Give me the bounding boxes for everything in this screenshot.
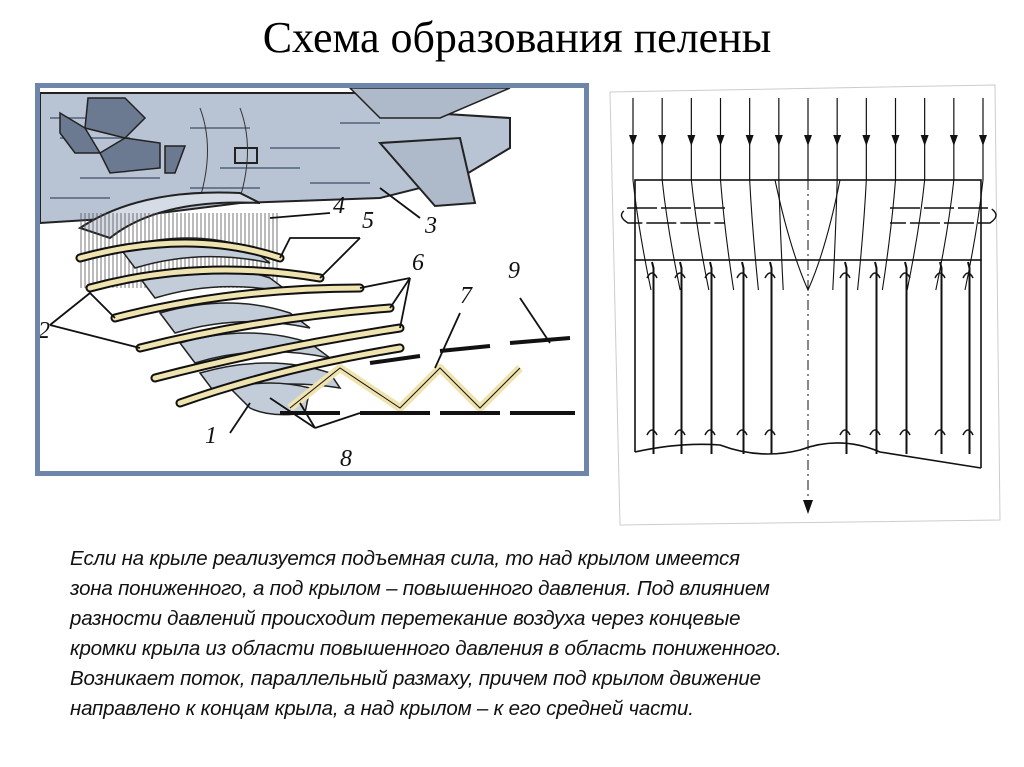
label-2: 2 (40, 318, 50, 344)
vortex-swirl-top (934, 272, 946, 279)
incoming-flow-arrowhead (862, 135, 871, 146)
cockpit-windows (59, 97, 187, 174)
fuselage-texture (50, 117, 380, 199)
vortex-swirl-bottom (962, 429, 974, 436)
incoming-flow-arrowhead (979, 135, 987, 146)
flow-plan-svg (609, 84, 1001, 526)
caption-line: разности давлений происходит перетекание… (70, 607, 741, 630)
streamline-over-wing (881, 179, 897, 291)
caption-line: Возникает поток, параллельный размаху, п… (70, 667, 761, 690)
incoming-flow-arrowhead (920, 135, 929, 146)
incoming-flow-arrowhead (687, 135, 696, 146)
vortex-swirl-top (899, 272, 911, 279)
vortex-swirl-bottom (899, 429, 911, 436)
trailing-vortex-line (844, 261, 848, 454)
vortex-swirl-bottom (839, 429, 851, 436)
label-8: 8 (340, 446, 352, 471)
incoming-flow-arrowhead (629, 135, 637, 146)
trailing-vortex-line (651, 261, 655, 454)
incoming-flow-arrowhead (949, 135, 958, 146)
streamline-over-wing (632, 179, 652, 291)
slide-title: Схема образования пелены (262, 13, 772, 62)
label-5: 5 (362, 208, 374, 234)
central-streamline-v (774, 179, 841, 292)
vortex-swirl-top (764, 272, 776, 279)
vortex-swirl-bottom (869, 429, 881, 436)
caption-line: направлено к концам крыла, а над крылом … (70, 697, 694, 720)
vortex-swirl-bottom (764, 429, 776, 436)
caption-line: кромки крыла из области повышенного давл… (70, 637, 782, 660)
streamline-over-wing (719, 179, 735, 291)
vortex-swirl-bottom (736, 429, 748, 436)
wake-bottom-edge (634, 442, 982, 469)
trailing-vortex-line (967, 261, 971, 454)
trailing-vortex-line (874, 261, 878, 454)
incoming-flow-arrowhead (774, 135, 783, 146)
incoming-flow-arrowhead (745, 135, 754, 146)
vortex-swirl-bottom (704, 429, 716, 436)
streamline-over-wing (778, 179, 784, 291)
vortex-sheet-lines (280, 336, 575, 415)
vortex-swirl-bottom (674, 429, 686, 436)
vortex-swirl-top (962, 272, 974, 279)
incoming-flow-arrows (629, 98, 987, 291)
leader-lines (49, 187, 551, 434)
streamline-over-wing (690, 179, 710, 291)
trailing-vortex-lines (646, 179, 974, 454)
caption-text: Если на крыле реализуется подъемная сила… (70, 544, 1010, 724)
trailing-vortex-line (709, 261, 713, 454)
streamline-over-wing (964, 179, 984, 291)
left-tip-vortex (620, 207, 725, 224)
vortex-swirl-top (674, 272, 686, 279)
incoming-flow-arrowhead (833, 135, 842, 146)
wing-flow-plan-diagram (600, 80, 1020, 530)
caption-line: зона пониженного, а под крылом – повышен… (70, 577, 770, 600)
horizontal-stabilizer (377, 136, 477, 208)
label-6: 6 (412, 250, 424, 276)
vortex-swirl-top (736, 272, 748, 279)
paper-outline (609, 84, 1001, 526)
label-9: 9 (508, 258, 520, 284)
label-7: 7 (460, 283, 473, 309)
vortex-swirl-bottom (646, 429, 658, 436)
flow-tubes (75, 238, 405, 408)
right-tip-vortex (890, 207, 997, 224)
streamline-over-wing (935, 179, 955, 291)
incoming-flow-arrowhead (658, 135, 667, 146)
label-1: 1 (205, 423, 217, 449)
vortex-sheet-illustration: 1 2 3 4 5 6 7 8 9 (35, 83, 589, 476)
trailing-vortex-line (939, 261, 943, 454)
vortex-swirl-top (869, 272, 881, 279)
incoming-flow-arrowhead (804, 135, 812, 146)
incoming-flow-arrowhead (891, 135, 900, 146)
vortex-swirl-top (704, 272, 716, 279)
streamline-over-wing (749, 179, 759, 291)
streamline-over-wing (832, 179, 838, 291)
streamline-over-wing (661, 179, 681, 291)
trailing-vortex-line (769, 261, 773, 454)
label-4: 4 (333, 193, 345, 219)
fuselage-hatch (234, 147, 258, 164)
illustration-svg: 1 2 3 4 5 6 7 8 9 (40, 88, 575, 471)
vortex-swirl-bottom (934, 429, 946, 436)
trailing-vortex-line (904, 261, 908, 454)
vortex-swirl-top (646, 272, 658, 279)
trailing-vortex-line (741, 261, 745, 454)
incoming-flow-arrowhead (716, 135, 725, 146)
vertical-tail (348, 88, 511, 119)
streamline-over-wing (857, 179, 867, 291)
vortex-swirl-top (839, 272, 851, 279)
downstream-arrow (803, 500, 813, 514)
trailing-vortex-line (679, 261, 683, 454)
caption-line: Если на крыле реализуется подъемная сила… (70, 547, 740, 570)
label-3: 3 (424, 213, 437, 239)
